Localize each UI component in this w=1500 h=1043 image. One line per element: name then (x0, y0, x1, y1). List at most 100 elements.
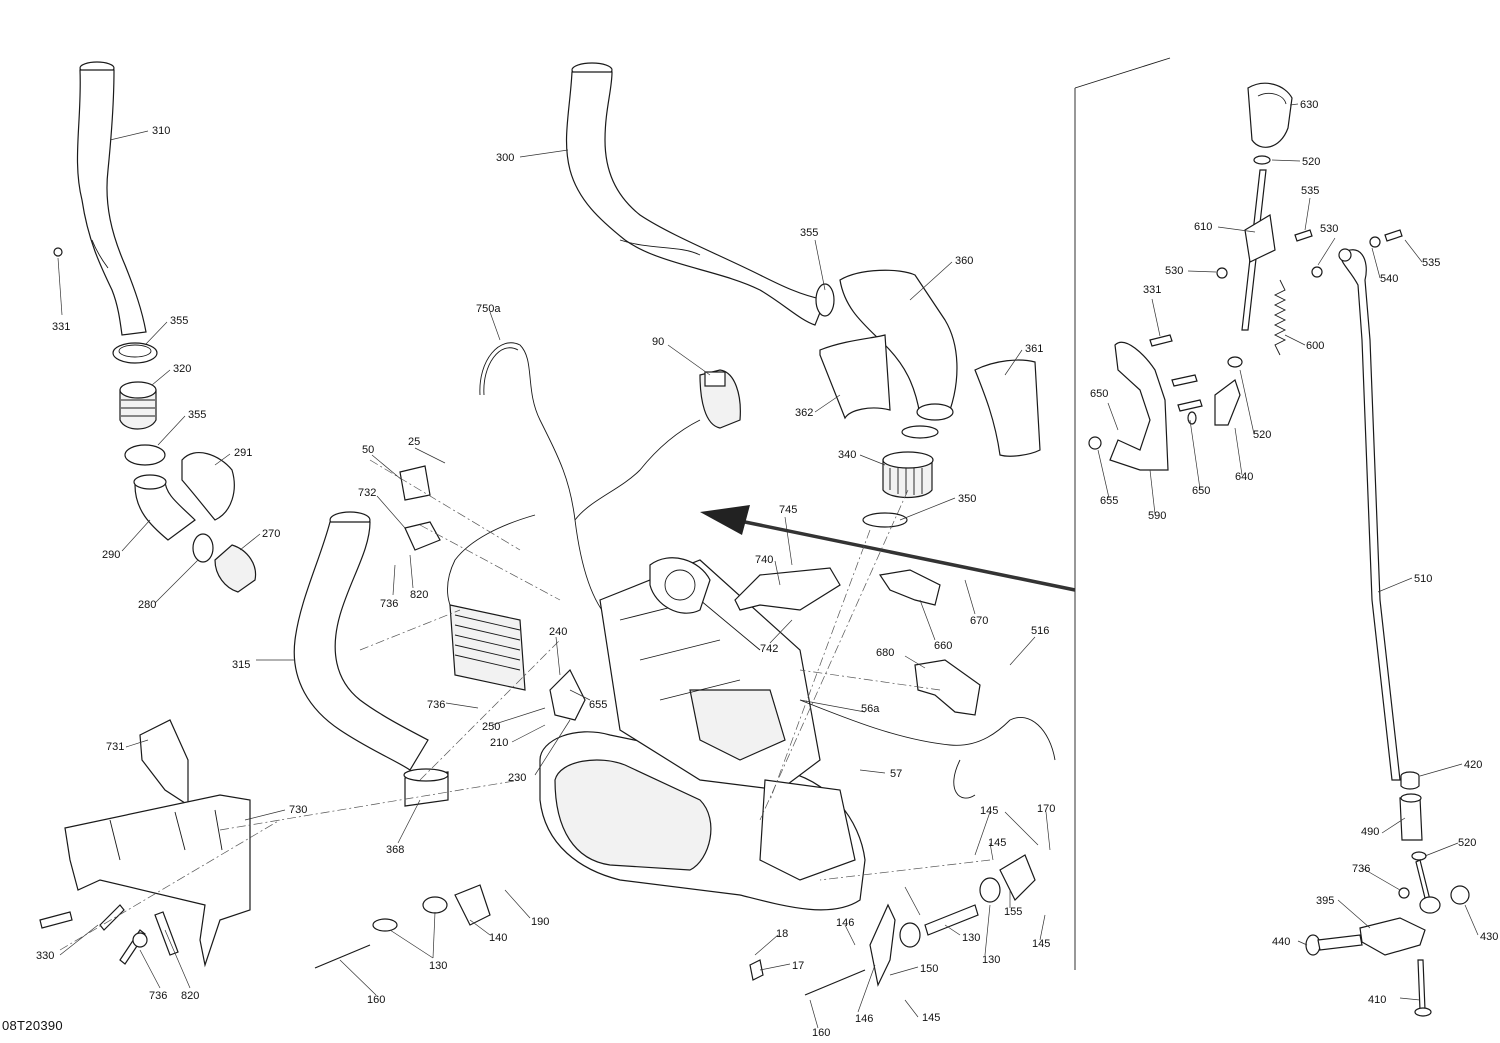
callout: 145 (988, 837, 1006, 849)
clamp-355-lower (124, 444, 166, 466)
callout: 745 (779, 504, 797, 516)
callout: 740 (755, 554, 773, 566)
callout: 155 (1004, 906, 1022, 918)
callout: 520 (1253, 429, 1271, 441)
callout: 660 (934, 640, 952, 652)
callout: 650 (1192, 485, 1210, 497)
sleeve-368 (403, 768, 449, 807)
callout: 395 (1316, 895, 1334, 907)
callout: 540 (1380, 273, 1398, 285)
cooler (449, 604, 526, 691)
airbox-360 (839, 269, 958, 421)
alignment-lines (59, 459, 991, 951)
elbow-290 (133, 474, 196, 541)
callout: 300 (496, 152, 514, 164)
callout: 320 (173, 363, 191, 375)
hardware-lower-left (39, 904, 179, 965)
pin-17 (749, 959, 764, 981)
callout: 736 (1352, 863, 1370, 875)
callout: 160 (367, 994, 385, 1006)
callout: 355 (170, 315, 188, 327)
callout: 368 (386, 844, 404, 856)
callout: 640 (1235, 471, 1253, 483)
callout: 315 (232, 659, 250, 671)
callout: 190 (531, 916, 549, 928)
callout: 430 (1480, 931, 1498, 943)
hardware-right-shifter (1088, 229, 1403, 450)
shift-rod-510 (1339, 249, 1401, 781)
bracket-240 (549, 668, 586, 721)
callout: 520 (1302, 156, 1320, 168)
bracket-50 (399, 465, 431, 501)
harness-750a (447, 342, 701, 621)
bolt-410 (1414, 959, 1432, 1017)
callout: 50 (362, 444, 374, 456)
callout: 736 (380, 598, 398, 610)
callout: 331 (1143, 284, 1161, 296)
heat-shield-361 (974, 359, 1041, 457)
mount-130-left (372, 884, 491, 932)
callout-labels: 310 331 355 320 355 291 290 270 280 300 … (36, 99, 1498, 1039)
ball-joint (1398, 859, 1470, 914)
callout: 146 (836, 917, 854, 929)
callout: 145 (1032, 938, 1050, 950)
pin-440 (1305, 934, 1363, 956)
callout: 680 (876, 647, 894, 659)
lever-640 (1214, 379, 1241, 426)
bracket-680 (914, 659, 981, 716)
callout: 361 (1025, 343, 1043, 355)
callout: 590 (1148, 510, 1166, 522)
leader-lines (57, 103, 1479, 1029)
callout: 535 (1301, 185, 1319, 197)
callout: 820 (410, 589, 428, 601)
callout: 655 (1100, 495, 1118, 507)
callout: 25 (408, 436, 420, 448)
callout: 420 (1464, 759, 1482, 771)
callout: 650 (1090, 388, 1108, 400)
link-490 (1399, 793, 1423, 841)
callout: 535 (1422, 257, 1440, 269)
callout: 362 (795, 407, 813, 419)
callout: 130 (962, 932, 980, 944)
callout: 736 (427, 699, 445, 711)
callout: 145 (980, 805, 998, 817)
callout: 730 (289, 804, 307, 816)
callout: 731 (106, 741, 124, 753)
bolt-160-left (314, 944, 371, 969)
ring-280 (192, 533, 214, 563)
direction-arrow (700, 505, 1076, 592)
bracket-660 (878, 569, 941, 606)
callout: 520 (1458, 837, 1476, 849)
callout: 291 (234, 447, 252, 459)
bracket-732 (404, 521, 441, 551)
bracket-395 (1359, 917, 1426, 956)
callout: 17 (792, 960, 804, 972)
sleeve-320 (119, 381, 157, 430)
bracket-740 (734, 567, 841, 611)
callout: 230 (508, 772, 526, 784)
callout: 530 (1320, 223, 1338, 235)
callout: 355 (800, 227, 818, 239)
clamp-355-upper (112, 342, 158, 364)
callout: 670 (970, 615, 988, 627)
callout: 160 (812, 1027, 830, 1039)
callout: 18 (776, 928, 788, 940)
callout: 280 (138, 599, 156, 611)
shift-lever-610 (1241, 169, 1276, 331)
callout: 820 (181, 990, 199, 1002)
boot-291 (181, 451, 235, 521)
callout: 330 (36, 950, 54, 962)
washer-520-top (1253, 155, 1271, 165)
callout: 350 (958, 493, 976, 505)
intake-duct-315 (293, 511, 429, 771)
callout: 516 (1031, 625, 1049, 637)
callout: 145 (922, 1012, 940, 1024)
callout: 355 (188, 409, 206, 421)
drawing-number: 08T20390 (2, 1018, 63, 1033)
callout: 600 (1306, 340, 1324, 352)
callout: 340 (838, 449, 856, 461)
callout: 130 (429, 960, 447, 972)
hose-56a (799, 699, 1056, 799)
callout: 331 (52, 321, 70, 333)
callout: 140 (489, 932, 507, 944)
